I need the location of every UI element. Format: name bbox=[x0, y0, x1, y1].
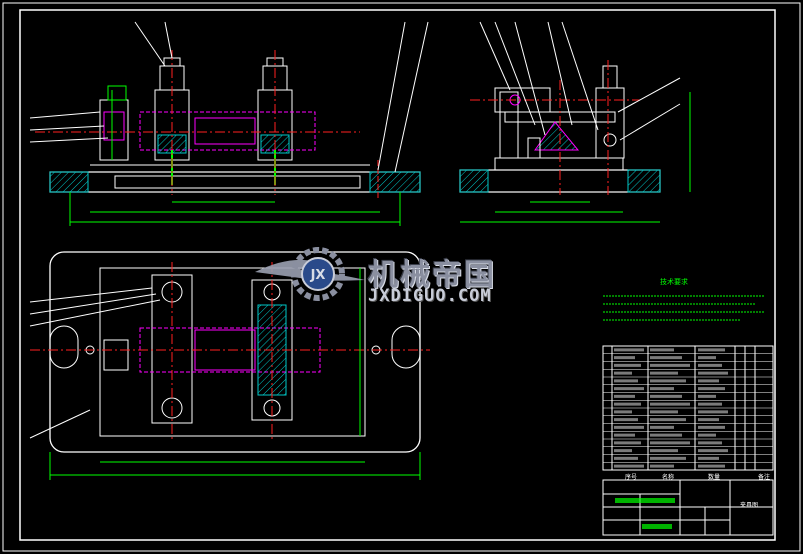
side-view bbox=[459, 21, 691, 223]
parts-cell-text bbox=[650, 410, 678, 414]
top-view bbox=[29, 251, 430, 480]
parts-cell-text bbox=[650, 441, 690, 445]
parts-cell-text bbox=[650, 402, 690, 406]
title-block bbox=[602, 479, 774, 536]
drawing-name: 夹具图 bbox=[740, 502, 759, 509]
parts-cell-text bbox=[698, 433, 716, 437]
parts-cell-text bbox=[698, 402, 722, 406]
parts-cell-text bbox=[650, 371, 678, 375]
parts-header-remark: 备注 bbox=[758, 474, 771, 481]
parts-header-no: 序号 bbox=[625, 474, 638, 481]
parts-list-table bbox=[602, 345, 774, 471]
parts-cell-text bbox=[698, 425, 725, 429]
parts-cell-text bbox=[698, 410, 728, 414]
parts-cell-text bbox=[650, 379, 686, 383]
parts-cell-text bbox=[614, 371, 632, 375]
technical-notes-body bbox=[603, 295, 765, 321]
parts-cell-text bbox=[614, 425, 644, 429]
parts-cell-text bbox=[614, 379, 638, 383]
parts-cell-text bbox=[614, 456, 638, 460]
parts-cell-text bbox=[698, 394, 716, 398]
parts-cell-text bbox=[614, 433, 635, 437]
watermark-chinese: 机械帝国 bbox=[368, 258, 496, 293]
parts-header-name: 名称 bbox=[662, 474, 675, 481]
parts-cell-text bbox=[614, 394, 635, 398]
parts-cell-text bbox=[698, 348, 725, 352]
parts-cell-text bbox=[650, 387, 674, 391]
parts-cell-text bbox=[650, 363, 690, 367]
parts-cell-text bbox=[698, 456, 719, 460]
parts-cell-text bbox=[698, 356, 716, 360]
parts-cell-text bbox=[650, 456, 686, 460]
parts-cell-text bbox=[650, 348, 674, 352]
parts-cell-text bbox=[698, 379, 719, 383]
parts-cell-text bbox=[698, 449, 728, 453]
parts-cell-text bbox=[614, 348, 644, 352]
parts-cell-text bbox=[614, 418, 638, 422]
parts-cell-text bbox=[650, 356, 682, 360]
gear-emblem-icon: JX bbox=[255, 247, 365, 301]
svg-text:JX: JX bbox=[310, 268, 326, 283]
frame-border bbox=[19, 9, 776, 541]
parts-cell-text bbox=[650, 433, 682, 437]
parts-cell-text bbox=[614, 441, 641, 445]
parts-cell-text bbox=[650, 418, 686, 422]
parts-cell-text bbox=[614, 356, 635, 360]
parts-cell-text bbox=[698, 387, 725, 391]
parts-cell-text bbox=[650, 425, 674, 429]
parts-cell-text bbox=[614, 464, 644, 468]
parts-cell-text bbox=[650, 394, 682, 398]
parts-cell-text bbox=[614, 449, 632, 453]
parts-cell-text bbox=[698, 464, 725, 468]
parts-cell-text bbox=[614, 387, 644, 391]
parts-cell-text bbox=[650, 464, 674, 468]
parts-cell-text bbox=[698, 371, 728, 375]
parts-cell-text bbox=[698, 418, 719, 422]
parts-cell-text bbox=[614, 363, 641, 367]
parts-cell-text bbox=[698, 363, 722, 367]
parts-cell-text bbox=[614, 410, 632, 414]
technical-notes-title: 技术要求 bbox=[660, 278, 688, 286]
parts-cell-text bbox=[650, 449, 678, 453]
watermark-english: JXDIGUO.COM bbox=[368, 286, 492, 306]
parts-cell-text bbox=[614, 402, 641, 406]
front-view bbox=[29, 21, 429, 226]
parts-header-qty: 数量 bbox=[708, 474, 721, 481]
parts-cell-text bbox=[698, 441, 722, 445]
